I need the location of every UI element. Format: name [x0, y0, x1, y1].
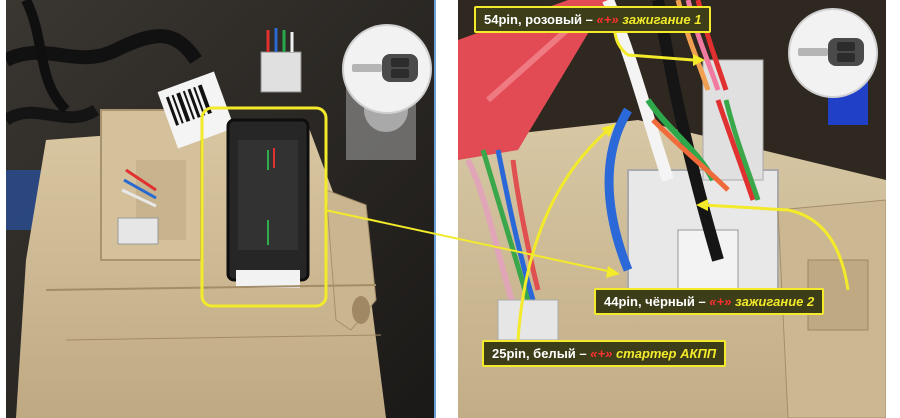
arrow-pin44: [702, 203, 850, 291]
callout-pin54: 54pin, розовый – «+» зажигание 1: [474, 6, 712, 33]
callout-pin54-plus: «+»: [596, 12, 619, 27]
callout-pin44-plus: «+»: [709, 294, 732, 309]
car-key-icon: [352, 54, 418, 82]
callout-pin44-label: 44pin, чёрный –: [604, 294, 710, 309]
callout-pin25-function: стартер АКПП: [615, 346, 717, 361]
key-circle-left: [342, 24, 432, 114]
key-circle-right: [788, 8, 878, 98]
car-key-icon: [798, 38, 864, 66]
callout-pin25: 25pin, белый – «+» стартер АКПП: [482, 340, 727, 367]
callout-pin44-function: зажигание 2: [734, 294, 815, 309]
barcode-label: [157, 71, 235, 149]
callout-pin54-function: зажигание 1: [622, 12, 702, 27]
callout-pin54-label: 54pin, розовый –: [484, 12, 597, 27]
callout-pin44: 44pin, чёрный – «+» зажигание 2: [594, 288, 825, 315]
left-photo-fuse-box: [6, 0, 436, 418]
callout-pin25-plus: «+»: [590, 346, 613, 361]
callout-pin25-label: 25pin, белый –: [492, 346, 591, 361]
connector-highlight: [200, 106, 328, 308]
